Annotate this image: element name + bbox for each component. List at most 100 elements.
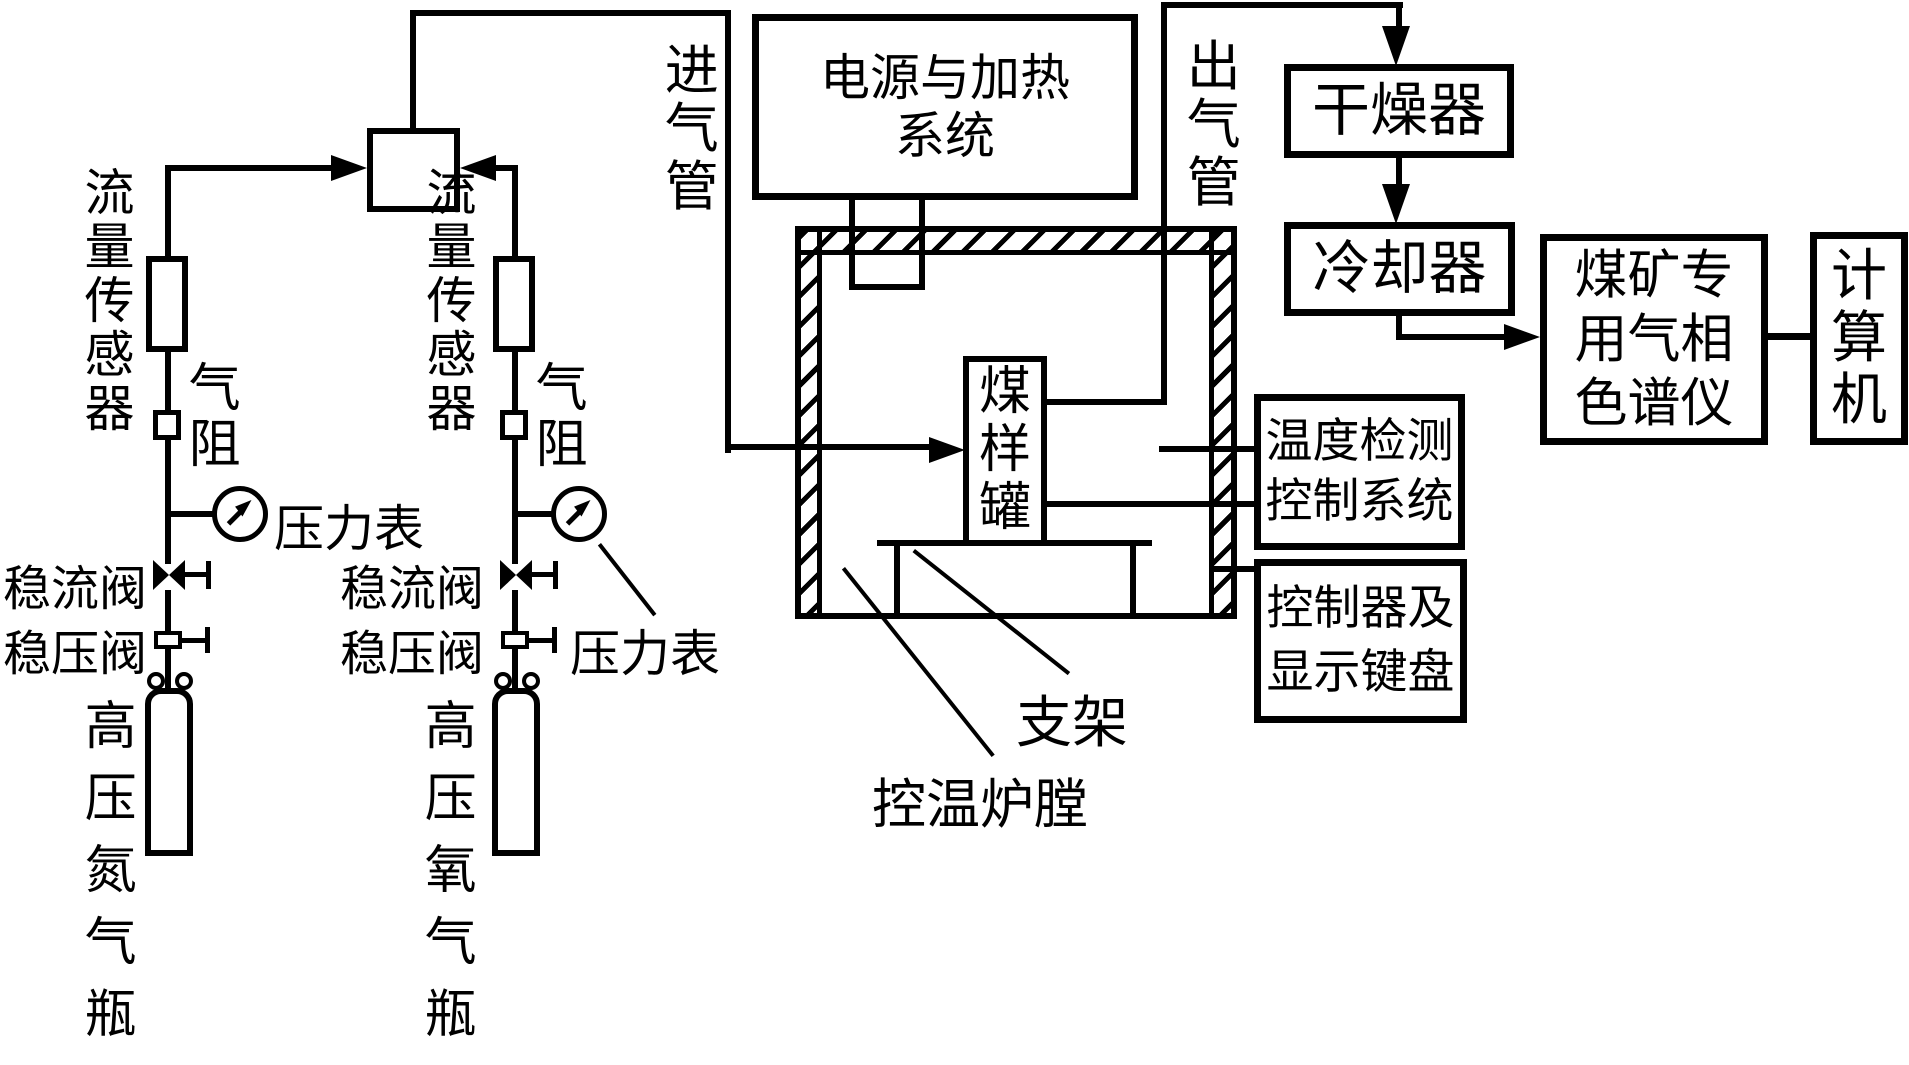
arrow-into-canister (929, 437, 965, 463)
flow-valve-n2-label: 稳流阀 (3, 563, 148, 616)
furnace-wall-right (1209, 232, 1231, 613)
flow-valve-n2-tick (206, 561, 211, 589)
flow-sensor-n2-label: 流量传感器 (84, 165, 135, 437)
outlet-pipe-label: 出气管 (1186, 37, 1241, 213)
flow-valve-o2-stub (530, 572, 556, 577)
pipe-outlet-top-run (1161, 2, 1403, 8)
flow-valve-n2-left (153, 560, 169, 590)
support-leg-left (894, 546, 900, 613)
support-leg-right (1130, 546, 1136, 613)
pipe-canister-outlet (1043, 399, 1165, 405)
pipe-n2-gauge-tap (168, 511, 216, 517)
gas-resistor-o2-label: 气阻 (535, 361, 588, 474)
computer-label: 计算机 (1831, 245, 1887, 432)
controller-keyboard-box: 控制器及 显示键盘 (1254, 559, 1467, 723)
flow-valve-o2-left (500, 560, 516, 590)
cooler-box: 冷却器 (1284, 222, 1515, 316)
pipe-o2-c (512, 590, 518, 636)
pipe-outlet-down (1396, 2, 1402, 30)
inlet-pipe-label: 进气管 (664, 41, 719, 217)
arrow-o2-into-mixer (460, 155, 496, 181)
cylinder-n2-body (145, 688, 193, 856)
support-plate (877, 540, 1152, 546)
pressure-valve-n2-stub (182, 638, 209, 643)
flow-sensor-n2 (146, 256, 188, 352)
pipe-n2-to-mixer (165, 165, 335, 171)
power-heating-box: 电源与加热 系统 (752, 14, 1138, 200)
pressure-valve-o2-tick (552, 627, 557, 653)
controller-stub-line (1209, 566, 1256, 572)
pipe-o2-b (512, 438, 518, 564)
dryer-box: 干燥器 (1284, 64, 1514, 158)
chromatograph-computer-link (1768, 333, 1812, 340)
flow-valve-o2-right (516, 560, 532, 590)
chromatograph-label: 煤矿专 用气相 色谱仪 (1574, 246, 1734, 433)
pipe-n2-c (165, 590, 171, 636)
temperature-system-label: 温度检测 控制系统 (1265, 416, 1454, 528)
coal-canister-label: 煤样罐 (978, 364, 1031, 537)
cylinder-o2-label: 高压氧气瓶 (424, 699, 477, 1044)
pipe-cooler-down (1396, 316, 1402, 340)
pipe-o2-gauge-tap (515, 511, 555, 517)
dryer-label: 干燥器 (1311, 78, 1486, 144)
coal-canister-box: 煤样罐 (963, 356, 1047, 546)
pipe-inlet-down (725, 10, 731, 453)
support-label: 支架 (1016, 693, 1128, 755)
pipe-outlet-riser (1161, 2, 1167, 405)
chamber-label: 控温炉膛 (872, 775, 1088, 835)
pipe-o2-a (512, 350, 518, 412)
flow-valve-n2-stub (183, 572, 209, 577)
cooler-label: 冷却器 (1312, 236, 1487, 302)
pipe-n2-a (165, 350, 171, 412)
pipe-n2-d (165, 649, 171, 694)
gauge-o2-callout-line (597, 543, 657, 617)
flow-sensor-o2 (493, 256, 535, 352)
thermo-line-lower (1043, 501, 1256, 507)
gas-resistor-o2 (500, 410, 528, 440)
thermo-line-upper (1159, 446, 1256, 452)
temperature-system-box: 温度检测 控制系统 (1254, 394, 1465, 550)
pipe-inlet-top-run (410, 10, 731, 16)
heater-lead-left (849, 197, 855, 290)
pipe-n2-riser (165, 165, 171, 261)
pipe-inlet-into-furnace (725, 444, 935, 450)
pressure-gauge-o2-label: 压力表 (570, 626, 720, 682)
controller-keyboard-label: 控制器及 显示键盘 (1266, 583, 1455, 699)
gauge-needle-icon (226, 500, 252, 526)
flow-valve-n2-right (169, 560, 185, 590)
pipe-o2-riser (512, 165, 518, 261)
pressure-valve-o2-stub (529, 638, 556, 643)
furnace-wall-left (801, 232, 822, 613)
pipe-mixer-riser (410, 10, 416, 131)
gas-resistor-n2-label: 气阻 (188, 361, 241, 474)
pressure-gauge-n2-label: 压力表 (274, 501, 424, 557)
cylinder-n2-label: 高压氮气瓶 (84, 699, 137, 1044)
pressure-valve-o2 (501, 631, 529, 649)
power-heating-label: 电源与加热 系统 (820, 50, 1070, 164)
flow-valve-o2-tick (553, 561, 558, 589)
arrow-into-chromatograph (1504, 324, 1540, 350)
pressure-valve-n2-label: 稳压阀 (3, 628, 148, 681)
arrow-n2-into-mixer (331, 155, 367, 181)
arrow-into-dryer (1382, 26, 1410, 66)
gauge-needle-icon (565, 500, 591, 526)
pipe-o2-to-mixer (494, 165, 518, 171)
cylinder-o2-body (492, 688, 540, 856)
furnace-wall-top (801, 232, 1231, 255)
pipe-o2-d (512, 649, 518, 694)
gas-mixer-box (367, 128, 460, 212)
pressure-valve-o2-label: 稳压阀 (340, 628, 485, 681)
pipe-n2-b (165, 438, 171, 564)
chromatograph-box: 煤矿专 用气相 色谱仪 (1540, 234, 1768, 445)
flow-sensor-o2-label: 流量传感器 (426, 165, 477, 437)
heater-lead-right (919, 197, 925, 290)
pressure-valve-n2-tick (205, 627, 210, 653)
pipe-dryer-cooler (1396, 158, 1402, 186)
gas-resistor-n2 (153, 410, 181, 440)
pressure-valve-n2 (154, 631, 182, 649)
heater-lead-bottom (849, 284, 925, 290)
computer-box: 计算机 (1810, 232, 1908, 445)
pressure-gauge-o2 (551, 486, 607, 542)
flow-valve-o2-label: 稳流阀 (340, 563, 485, 616)
